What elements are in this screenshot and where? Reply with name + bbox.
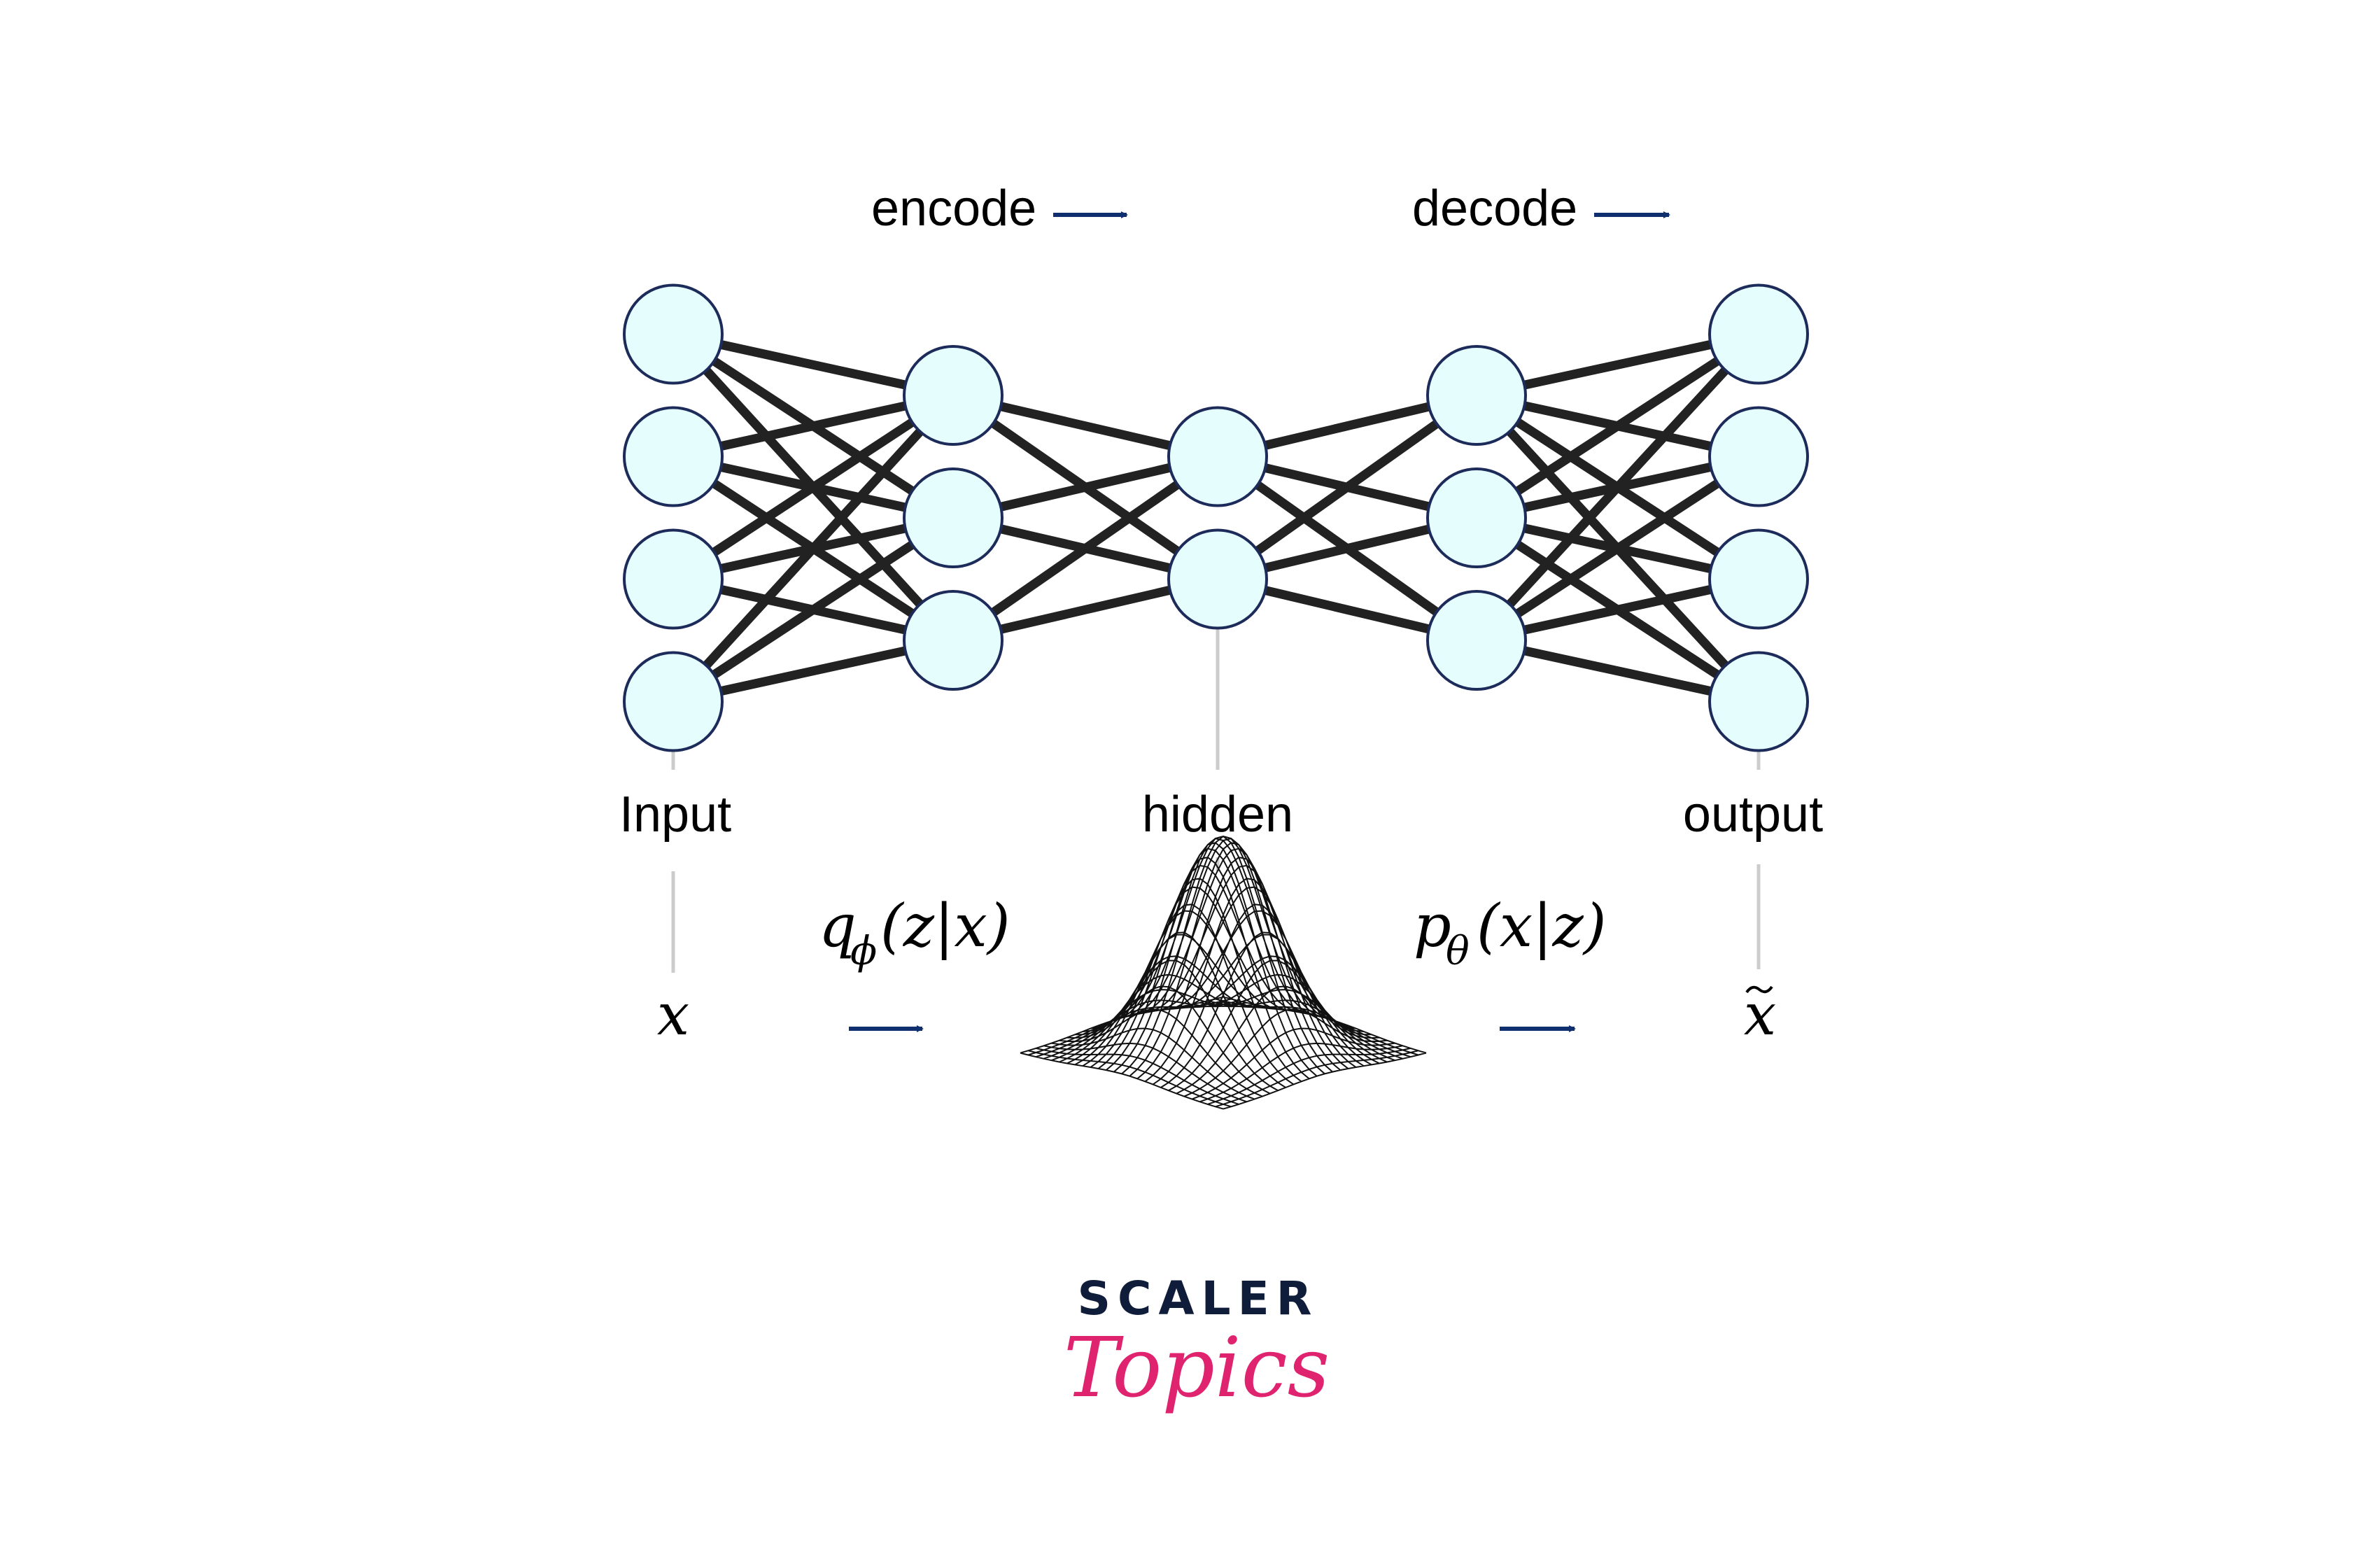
input-variable-x: x	[657, 982, 689, 1048]
encode-label: encode	[871, 181, 1036, 237]
edge-l3-2-1	[1474, 453, 1761, 645]
node-layer4-3	[1708, 651, 1809, 752]
node-layer1-1	[903, 467, 1004, 568]
node-layer4-1	[1708, 406, 1809, 507]
node-layer0-0	[623, 283, 724, 385]
tilde-mark	[1745, 985, 1773, 994]
node-layer3-1	[1426, 467, 1527, 568]
edge-l0-2-0	[670, 391, 956, 583]
edge-l0-3-0	[670, 392, 957, 705]
encoder-distribution: q ϕ (z|x)	[819, 892, 1010, 974]
output-label: output	[1683, 787, 1823, 843]
encoder-dist-var: q	[819, 892, 857, 960]
output-variable-x-tilde: x	[1744, 982, 1776, 1048]
edge-l2-1-0	[1215, 391, 1479, 583]
edge-l1-2-0	[950, 453, 1220, 645]
decoder-distribution: p θ (x|z)	[1414, 892, 1606, 974]
node-layer0-2	[623, 528, 724, 630]
node-layer2-0	[1167, 406, 1268, 507]
logo-scaler-text: SCALER	[1077, 1272, 1318, 1325]
edge-l3-2-0	[1473, 331, 1762, 644]
scaler-topics-logo: SCALER Topics	[1064, 1272, 1330, 1416]
encoder-dist-sub: ϕ	[850, 929, 877, 974]
decoder-dist-args: (x|z)	[1477, 892, 1606, 960]
network-nodes	[623, 283, 1809, 752]
decode-label: decode	[1412, 181, 1577, 237]
node-layer4-0	[1708, 283, 1809, 385]
decoder-dist-var: p	[1414, 892, 1451, 960]
encoder-dist-args: (z|x)	[880, 892, 1010, 960]
node-layer0-3	[623, 651, 724, 752]
edge-l3-1-0	[1474, 330, 1761, 522]
node-layer2-1	[1167, 528, 1268, 630]
gaussian-mesh	[1020, 835, 1427, 1110]
gaussian-surface-image	[1020, 835, 1427, 1110]
decoder-dist-sub: θ	[1446, 929, 1470, 974]
node-layer0-1	[623, 406, 724, 507]
edge-l0-3-1	[670, 514, 956, 705]
node-layer4-2	[1708, 528, 1809, 630]
node-layer3-0	[1426, 345, 1527, 446]
logo-topics-text: Topics	[1064, 1319, 1330, 1416]
node-layer1-2	[903, 590, 1004, 691]
input-label: Input	[619, 787, 731, 843]
hidden-label: hidden	[1142, 787, 1293, 843]
node-layer3-2	[1426, 590, 1527, 691]
node-layer1-0	[903, 345, 1004, 446]
